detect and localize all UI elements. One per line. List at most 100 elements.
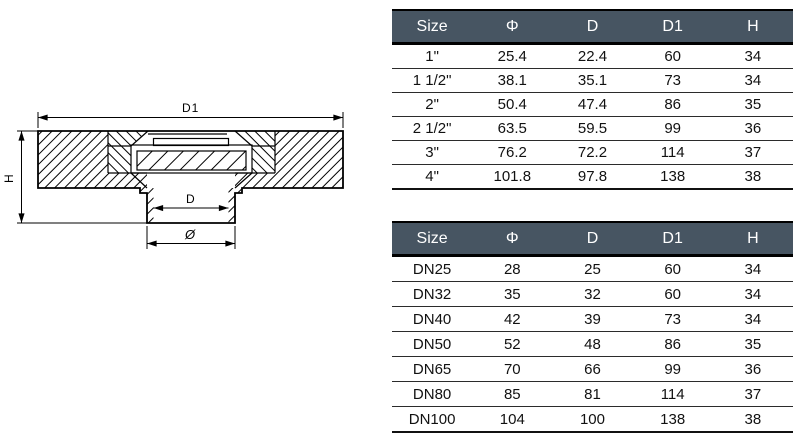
table-cell: 3" bbox=[392, 140, 473, 165]
table-cell: 114 bbox=[632, 140, 713, 165]
table-cell: 60 bbox=[632, 43, 713, 69]
table-cell: DN80 bbox=[392, 381, 473, 407]
d1-dimension-label: D1 bbox=[182, 101, 199, 115]
right-insert-hatch bbox=[252, 146, 275, 173]
table-cell: 101.8 bbox=[472, 164, 553, 190]
table-cell: 34 bbox=[712, 281, 793, 307]
table-cell: 99 bbox=[632, 356, 713, 382]
table-cell: DN50 bbox=[392, 331, 473, 357]
table-cell: 72.2 bbox=[552, 140, 633, 165]
dimension-lines bbox=[17, 112, 344, 249]
column-header: Φ bbox=[472, 221, 553, 257]
column-header: Φ bbox=[472, 9, 553, 45]
column-header: D bbox=[552, 221, 633, 257]
column-header: H bbox=[712, 9, 793, 45]
table-cell: 1 1/2" bbox=[392, 68, 473, 93]
table-cell: 52 bbox=[472, 331, 553, 357]
table-cell: 35.1 bbox=[552, 68, 633, 93]
table-cell: 2 1/2" bbox=[392, 116, 473, 141]
table-cell: 47.4 bbox=[552, 92, 633, 117]
table-cell: DN65 bbox=[392, 356, 473, 382]
technical-drawing: D1 H D Ø bbox=[0, 0, 392, 445]
table-cell: 36 bbox=[712, 116, 793, 141]
flange-cross-section-svg: D1 H D Ø bbox=[2, 101, 344, 249]
table-cell: 42 bbox=[472, 306, 553, 332]
table-cell: 34 bbox=[712, 306, 793, 332]
table-cell: 50.4 bbox=[472, 92, 553, 117]
hatch-regions bbox=[38, 131, 343, 223]
table-cell: 100 bbox=[552, 406, 633, 433]
table-cell: 104 bbox=[472, 406, 553, 433]
phi-dimension-label: Ø bbox=[184, 227, 196, 242]
neck-right-wall-hatch bbox=[228, 193, 235, 223]
table-cell: 38 bbox=[712, 164, 793, 190]
table-cell: 35 bbox=[712, 92, 793, 117]
table-cell: 34 bbox=[712, 68, 793, 93]
column-header: Size bbox=[392, 221, 473, 257]
table-cell: 37 bbox=[712, 381, 793, 407]
table-cell: DN40 bbox=[392, 306, 473, 332]
table-cell: 38 bbox=[712, 406, 793, 433]
left-insert-hatch bbox=[108, 146, 131, 173]
table-cell: 28 bbox=[472, 255, 553, 282]
table-cell: 32 bbox=[552, 281, 633, 307]
right-bottom-strip-hatch bbox=[235, 173, 275, 188]
table-cell: 73 bbox=[632, 68, 713, 93]
table-cell: 60 bbox=[632, 255, 713, 282]
neck-left-wall-hatch bbox=[147, 193, 154, 223]
column-header: H bbox=[712, 221, 793, 257]
table-cell: 76.2 bbox=[472, 140, 553, 165]
table-cell: 1" bbox=[392, 43, 473, 69]
h-dimension-label: H bbox=[2, 174, 16, 183]
column-header: D bbox=[552, 9, 633, 45]
column-header: Size bbox=[392, 9, 473, 45]
table-cell: 60 bbox=[632, 281, 713, 307]
flange-body-outline bbox=[37, 130, 344, 224]
table-cell: DN100 bbox=[392, 406, 473, 433]
table-cell: 81 bbox=[552, 381, 633, 407]
left-cone-hatch bbox=[108, 131, 148, 146]
right-cone-slant bbox=[234, 130, 253, 147]
table-cell: 25 bbox=[552, 255, 633, 282]
right-collar-hatch bbox=[228, 188, 242, 193]
top-plate-outline bbox=[152, 137, 230, 147]
table-cell: 97.8 bbox=[552, 164, 633, 190]
left-bottom-strip-hatch bbox=[108, 173, 147, 188]
column-header: D1 bbox=[632, 221, 713, 257]
table-cell: 34 bbox=[712, 43, 793, 69]
table-cell: 36 bbox=[712, 356, 793, 382]
right-cone-hatch bbox=[235, 131, 275, 146]
table-cell: 138 bbox=[632, 164, 713, 190]
left-cone-slant bbox=[130, 130, 149, 147]
table-cell: 63.5 bbox=[472, 116, 553, 141]
table-cell: 22.4 bbox=[552, 43, 633, 69]
internal-lines bbox=[107, 130, 276, 189]
d-dimension-label: D bbox=[186, 192, 195, 206]
center-gasket-hatch bbox=[136, 150, 247, 171]
table-cell: 35 bbox=[712, 331, 793, 357]
table-cell: 70 bbox=[472, 356, 553, 382]
table-cell: 114 bbox=[632, 381, 713, 407]
table-cell: 39 bbox=[552, 306, 633, 332]
left-flange-block-hatch bbox=[38, 131, 108, 188]
